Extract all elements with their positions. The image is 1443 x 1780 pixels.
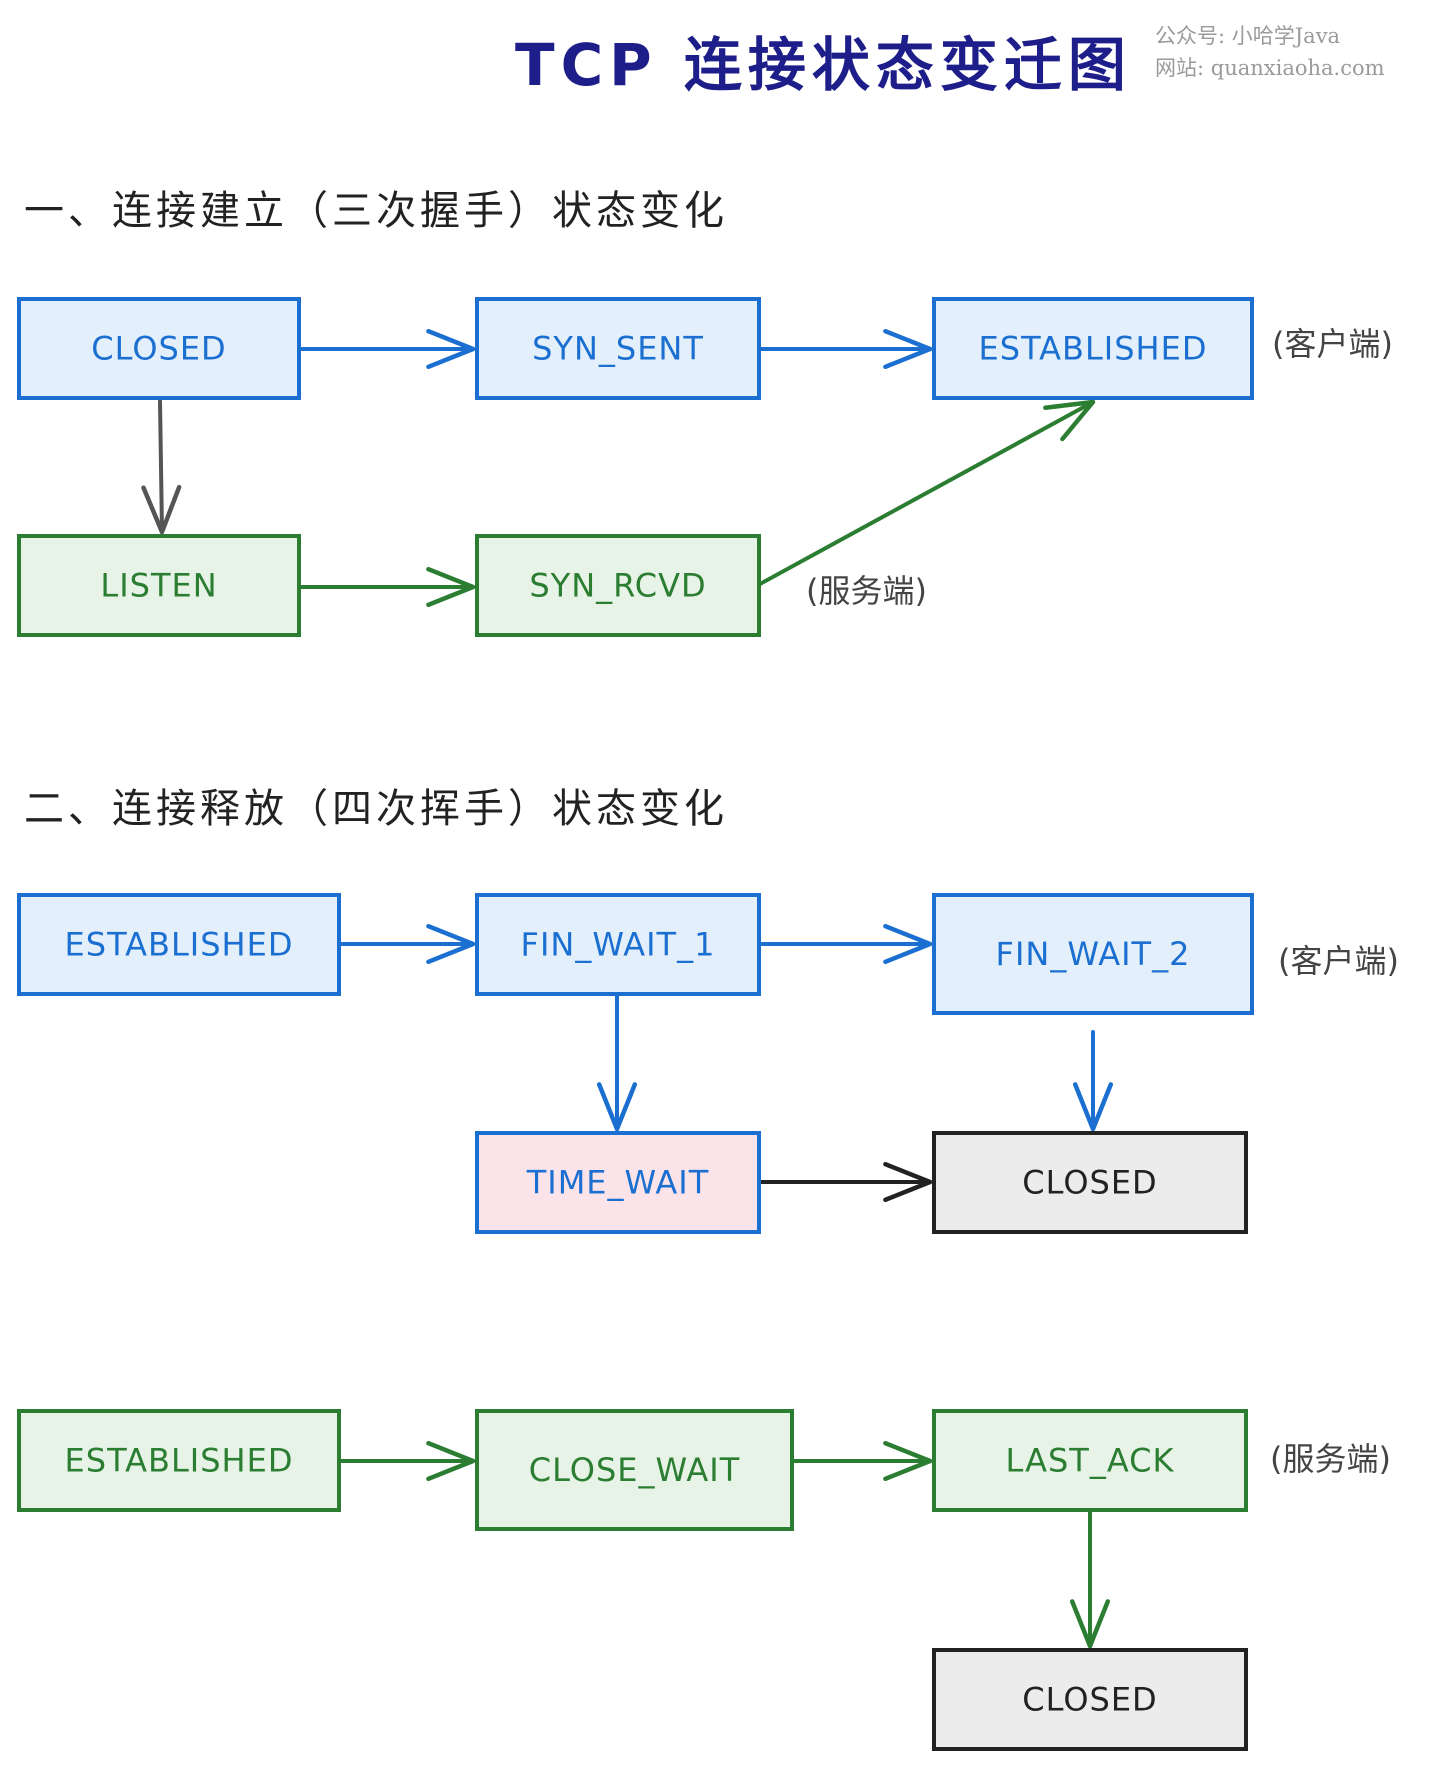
state-box bbox=[932, 297, 1254, 400]
transition-arrow bbox=[759, 328, 933, 370]
diagram-title: TCP 连接状态变迁图 bbox=[515, 31, 1132, 99]
state-node-s-closed: CLOSED bbox=[932, 1648, 1248, 1751]
state-label: FIN_WAIT_2 bbox=[996, 935, 1191, 973]
state-label: LAST_ACK bbox=[1006, 1442, 1175, 1480]
arrowhead-icon bbox=[426, 1440, 476, 1482]
state-label: CLOSE_WAIT bbox=[529, 1451, 741, 1489]
state-label: FIN_WAIT_1 bbox=[521, 926, 716, 964]
state-box bbox=[475, 297, 761, 400]
watermark-website: 网站: quanxiaoha.com bbox=[1155, 56, 1385, 80]
transition-arrow bbox=[141, 399, 182, 535]
arrowhead-icon bbox=[883, 923, 933, 965]
state-label: ESTABLISHED bbox=[65, 1442, 294, 1480]
state-box bbox=[475, 534, 761, 637]
arrowhead-icon bbox=[426, 328, 476, 370]
state-node-hs-closed: CLOSED bbox=[17, 297, 301, 400]
side-label-td-client: (客户端) bbox=[1278, 942, 1399, 980]
state-label: SYN_SENT bbox=[532, 330, 704, 368]
state-box bbox=[17, 534, 301, 637]
state-box bbox=[475, 1409, 794, 1531]
transition-arrow bbox=[758, 399, 1096, 586]
arrowhead-icon bbox=[141, 484, 182, 535]
state-node-s-established: ESTABLISHED bbox=[17, 1409, 341, 1512]
state-box bbox=[17, 893, 341, 996]
state-box bbox=[475, 1131, 761, 1234]
state-box bbox=[932, 1409, 1248, 1512]
state-box bbox=[17, 297, 301, 400]
state-node-hs-listen: LISTEN bbox=[17, 534, 301, 637]
state-node-hs-syn-sent: SYN_SENT bbox=[475, 297, 761, 400]
state-box bbox=[475, 893, 761, 996]
state-node-hs-established: ESTABLISHED bbox=[932, 297, 1254, 400]
arrowhead-icon bbox=[883, 1440, 933, 1482]
state-label: CLOSED bbox=[91, 330, 226, 368]
arrowhead-icon bbox=[1069, 1599, 1111, 1649]
state-label: TIME_WAIT bbox=[526, 1164, 710, 1202]
arrowhead-icon bbox=[1072, 1082, 1114, 1132]
state-node-c-fin-wait-1: FIN_WAIT_1 bbox=[475, 893, 761, 996]
transition-arrow bbox=[1069, 1510, 1111, 1649]
arrowhead-icon bbox=[883, 1161, 933, 1203]
arrowhead-icon bbox=[883, 328, 933, 370]
state-label: CLOSED bbox=[1022, 1681, 1157, 1719]
section-heading-teardown: 二、连接释放（四次挥手）状态变化 bbox=[24, 786, 728, 832]
arrowhead-icon bbox=[1043, 399, 1096, 442]
transition-arrow bbox=[339, 923, 476, 965]
state-box bbox=[932, 1131, 1248, 1234]
side-label-hs-client: (客户端) bbox=[1272, 325, 1393, 363]
state-label: ESTABLISHED bbox=[979, 330, 1208, 368]
state-node-hs-syn-rcvd: SYN_RCVD bbox=[475, 534, 761, 637]
state-node-c-closed: CLOSED bbox=[932, 1131, 1248, 1234]
state-node-c-fin-wait-2: FIN_WAIT_2 bbox=[932, 893, 1254, 1015]
state-label: SYN_RCVD bbox=[529, 567, 706, 605]
state-node-c-time-wait: TIME_WAIT bbox=[475, 1131, 761, 1234]
watermark-wechat: 公众号: 小哈学Java bbox=[1155, 24, 1341, 48]
arrowhead-icon bbox=[426, 923, 476, 965]
section-heading-handshake: 一、连接建立（三次握手）状态变化 bbox=[24, 188, 728, 234]
transition-arrow bbox=[339, 1440, 476, 1482]
arrowhead-icon bbox=[426, 566, 476, 608]
arrow-line bbox=[758, 400, 1095, 586]
transition-arrow bbox=[299, 566, 476, 608]
state-node-s-last-ack: LAST_ACK bbox=[932, 1409, 1248, 1512]
state-label: LISTEN bbox=[100, 567, 217, 605]
arrow-line bbox=[158, 399, 164, 534]
transition-arrow bbox=[759, 1161, 933, 1203]
state-node-s-close-wait: CLOSE_WAIT bbox=[475, 1409, 794, 1531]
transition-arrow bbox=[792, 1440, 933, 1482]
transition-arrow bbox=[1072, 1030, 1114, 1132]
side-label-td-server: (服务端) bbox=[1270, 1440, 1391, 1478]
state-box bbox=[932, 893, 1254, 1015]
state-node-c-established: ESTABLISHED bbox=[17, 893, 341, 996]
transition-arrow bbox=[596, 994, 638, 1132]
state-box bbox=[932, 1648, 1248, 1751]
state-label: ESTABLISHED bbox=[65, 926, 294, 964]
side-label-hs-server: (服务端) bbox=[806, 572, 927, 610]
arrowhead-icon bbox=[596, 1082, 638, 1132]
state-label: CLOSED bbox=[1022, 1164, 1157, 1202]
transition-arrow bbox=[299, 328, 476, 370]
transition-arrow bbox=[759, 923, 933, 965]
state-box bbox=[17, 1409, 341, 1512]
